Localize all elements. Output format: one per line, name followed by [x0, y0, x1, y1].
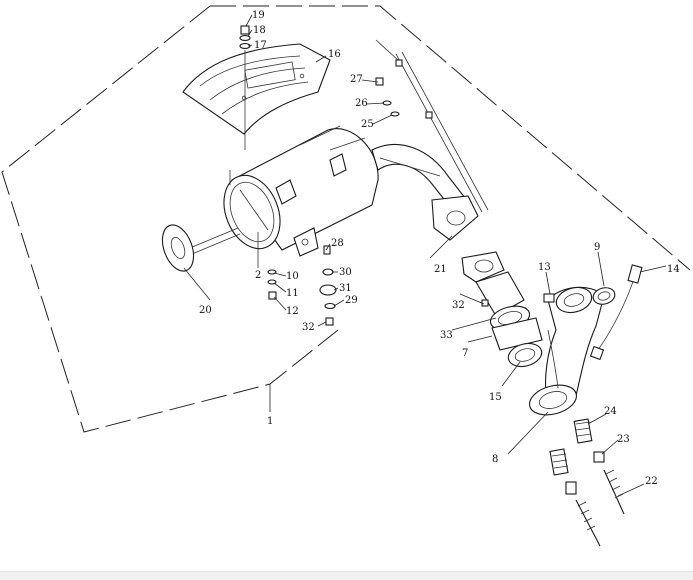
callout-29: 29 [345, 295, 358, 306]
callout-18: 18 [253, 25, 266, 36]
callout-9: 9 [594, 242, 600, 253]
flange-gasket [431, 195, 505, 283]
callout-33: 33 [440, 330, 453, 341]
callout-10: 10 [286, 271, 299, 282]
callout-16: 16 [328, 49, 341, 60]
leader-lines [183, 14, 667, 497]
heat-shield [182, 43, 331, 135]
callout-26: 26 [355, 98, 368, 109]
callout-15: 15 [489, 392, 502, 403]
callout-25: 25 [361, 119, 374, 130]
muffler [223, 125, 379, 257]
callout-11: 11 [286, 288, 299, 299]
exhaust-manifold [528, 286, 605, 416]
callout-20: 20 [199, 305, 212, 316]
callout-22: 22 [645, 476, 658, 487]
callout-30: 30 [339, 267, 352, 278]
callout-21: 21 [434, 264, 447, 275]
callout-32: 32 [302, 322, 315, 333]
assembly-boundary [1, 5, 691, 433]
bottom-strip [0, 571, 693, 580]
callout-12: 12 [286, 306, 299, 317]
catalyst-section [475, 271, 543, 368]
spring-bolt-assembly [549, 418, 625, 547]
callout-28: 28 [331, 238, 344, 249]
callout-31: 31 [339, 283, 352, 294]
callout-23: 23 [617, 434, 630, 445]
callout-14: 14 [667, 264, 680, 275]
mounting-studs [375, 39, 489, 213]
callout-32b: 32 [452, 300, 465, 311]
callout-1: 1 [267, 416, 273, 427]
callout-2: 2 [255, 270, 261, 281]
callout-24: 24 [604, 406, 617, 417]
callout-8: 8 [492, 454, 498, 465]
callout-labels: 19 18 17 16 27 26 25 28 10 11 12 30 31 2… [199, 10, 680, 487]
callout-19: 19 [252, 10, 265, 21]
callout-7: 7 [462, 348, 468, 359]
callout-27: 27 [350, 74, 363, 85]
ring-and-sensor [543, 264, 643, 361]
tail-gasket [161, 224, 241, 272]
callout-17: 17 [254, 40, 267, 51]
callout-13: 13 [538, 262, 551, 273]
bolt-stack-top [239, 25, 251, 150]
